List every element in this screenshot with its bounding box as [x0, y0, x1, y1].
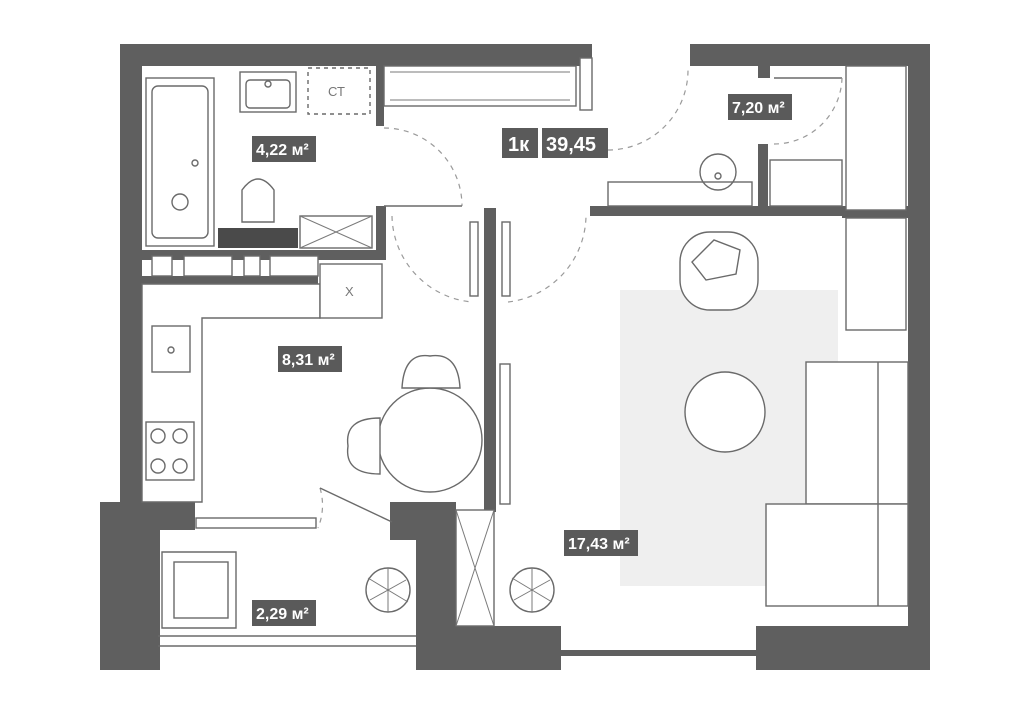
toilet-tank — [218, 228, 298, 248]
balcony — [158, 551, 416, 647]
washer — [307, 67, 371, 115]
dining-chair-1 — [401, 354, 461, 389]
coffee-table — [684, 371, 766, 453]
balcony-area: 2,29 м² — [256, 606, 309, 623]
wardrobe-room — [607, 65, 907, 331]
armchair — [679, 231, 759, 311]
sink — [239, 71, 297, 113]
kitchen: Х — [141, 263, 483, 529]
kitchen-area: 8,31 м² — [282, 352, 335, 369]
bathtub — [145, 77, 215, 247]
bathroom-area: 4,22 м² — [256, 142, 309, 159]
total-area-label: 39,45 — [546, 134, 596, 156]
toilet — [241, 178, 275, 223]
fridge — [319, 263, 383, 319]
balcony-plant — [365, 567, 411, 613]
sofa — [765, 361, 909, 607]
living-area: 17,43 м² — [568, 536, 630, 553]
balcony-chair — [161, 551, 237, 629]
bathroom: СТ — [145, 67, 463, 277]
tv-stand — [499, 363, 511, 505]
room-area-labels: 4,22 м² 7,20 м² 8,31 м² 17,43 м² 2,29 м² — [252, 94, 792, 626]
living-plant — [509, 567, 555, 613]
rooms-count-label: 1к — [508, 134, 530, 156]
kitchen-sink — [151, 325, 191, 373]
living-room — [455, 231, 909, 627]
wardrobe-area: 7,20 м² — [732, 100, 785, 117]
walls — [100, 44, 930, 670]
bathroom-door-arc — [383, 127, 463, 207]
washer-label: СТ — [328, 84, 345, 99]
dining-chair-2 — [346, 417, 381, 475]
dining-table — [377, 387, 483, 493]
fridge-label: Х — [345, 284, 354, 299]
header-labels: 1к 39,45 — [502, 128, 608, 158]
hall-wardrobe — [383, 57, 689, 303]
